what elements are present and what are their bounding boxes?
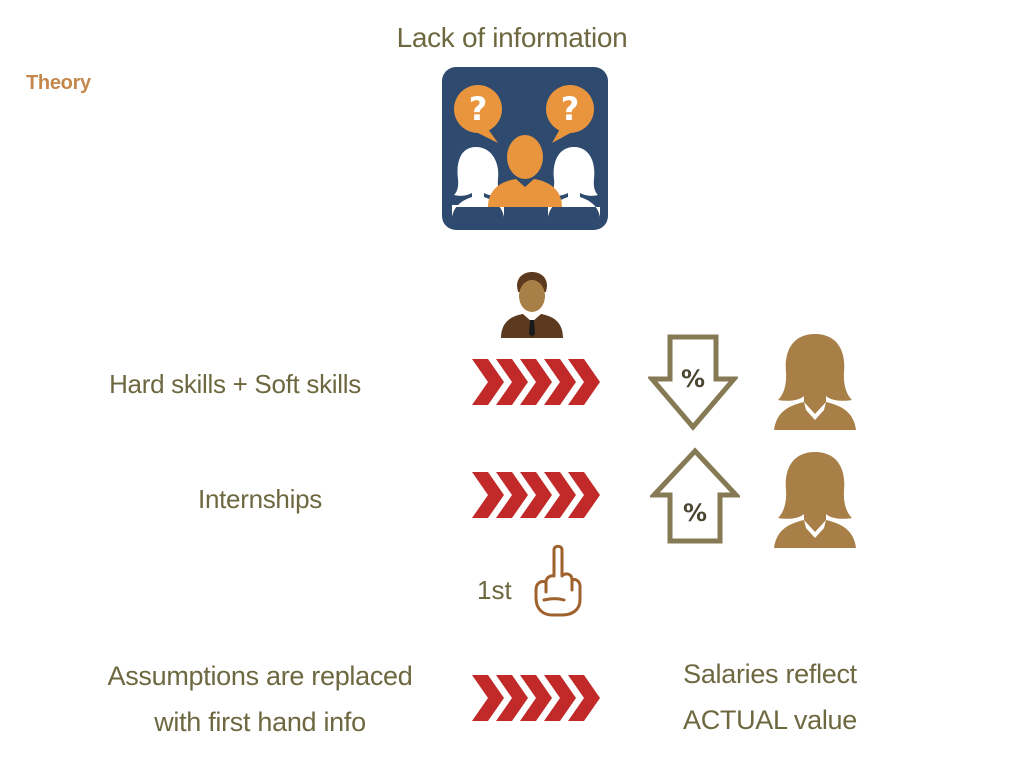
- first-label: 1st: [477, 575, 512, 605]
- svg-text:%: %: [681, 365, 705, 393]
- chevron-arrows-icon: [472, 357, 602, 407]
- svg-text:?: ?: [469, 90, 488, 128]
- percent-down-arrow-icon: %: [648, 333, 738, 431]
- index-finger-icon: [530, 542, 586, 618]
- assumptions-line-1: Assumptions are replaced: [107, 661, 413, 691]
- slide-title: Lack of information: [396, 22, 628, 53]
- row-label-internships: Internships: [198, 484, 322, 514]
- businessman-icon: [497, 270, 567, 340]
- assumptions-line-2: with first hand info: [154, 707, 366, 737]
- woman-icon: [770, 330, 860, 432]
- salaries-line-2: ACTUAL value: [683, 705, 857, 735]
- svg-text:%: %: [683, 499, 707, 527]
- salaries-line-1: Salaries reflect: [683, 659, 857, 689]
- section-tag: Theory: [26, 72, 91, 94]
- chevron-arrows-icon: [472, 673, 602, 723]
- chevron-arrows-icon: [472, 470, 602, 520]
- svg-text:?: ?: [561, 90, 580, 128]
- salaries-text: Salaries reflect ACTUAL value: [620, 651, 920, 743]
- percent-up-house-icon: %: [650, 447, 740, 545]
- woman-icon: [770, 448, 860, 550]
- row-label-hard-soft-skills: Hard skills + Soft skills: [109, 369, 361, 399]
- assumptions-text: Assumptions are replaced with first hand…: [60, 653, 460, 745]
- question-people-icon: ? ?: [442, 67, 608, 230]
